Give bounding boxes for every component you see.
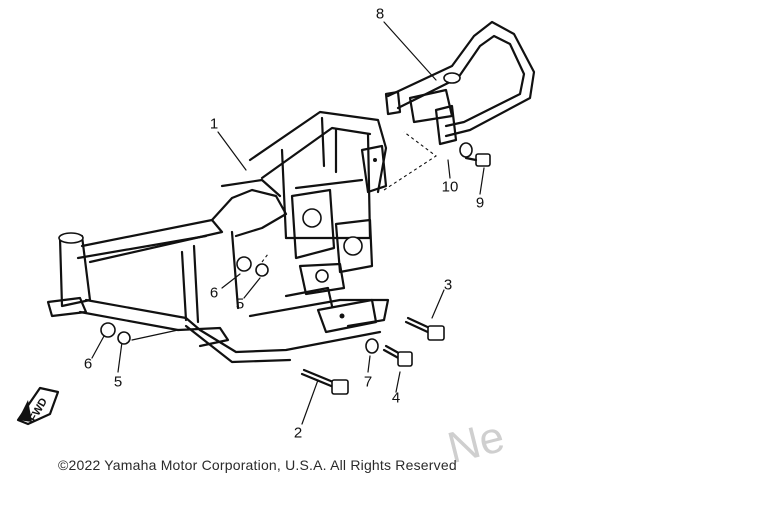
callout-9: 9 [475,194,485,212]
callout-5-lower: 5 [113,373,123,391]
callout-5-upper: 5 [235,295,245,313]
callout-1: 1 [209,115,219,133]
callout-6-upper: 6 [209,284,219,302]
callout-2: 2 [293,424,303,442]
fasteners [100,142,491,395]
leader-lines [91,21,485,425]
callout-6-lower: 6 [83,355,93,373]
forward-arrow-icon [16,386,60,426]
callout-8: 8 [375,5,385,23]
callout-4: 4 [391,389,401,407]
callout-10: 10 [441,178,459,196]
callout-3: 3 [443,276,453,294]
guard-bar [384,20,536,146]
callout-7: 7 [363,373,373,391]
copyright-notice: ©2022 Yamaha Motor Corporation, U.S.A. A… [58,457,457,473]
main-frame [46,110,390,364]
